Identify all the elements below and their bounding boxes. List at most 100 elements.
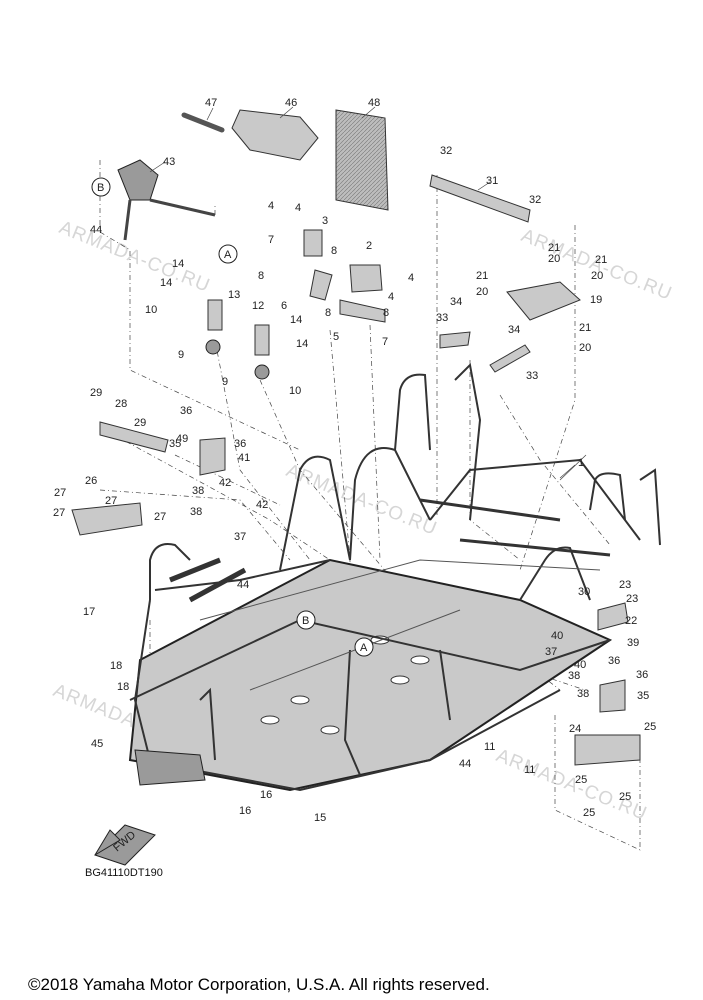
callout-11: 11: [524, 764, 535, 776]
callout-20: 20: [476, 286, 488, 298]
callout-9: 9: [178, 349, 184, 361]
callout-1: 1: [578, 457, 584, 469]
callout-20: 20: [548, 253, 560, 265]
callout-32: 32: [440, 145, 452, 157]
callout-leaders: [149, 106, 587, 481]
callout-46: 46: [285, 97, 297, 109]
callout-24: 24: [569, 723, 581, 735]
callout-13: 13: [228, 289, 240, 301]
callout-37: 37: [545, 646, 557, 658]
callout-33: 33: [526, 370, 538, 382]
callout-40: 40: [551, 630, 563, 642]
callout-38: 38: [577, 688, 589, 700]
callout-42: 42: [256, 499, 268, 511]
callout-22: 22: [625, 615, 637, 627]
callout-33: 33: [436, 312, 448, 324]
callout-4: 4: [268, 200, 274, 212]
callout-27: 27: [53, 507, 65, 519]
callout-17: 17: [83, 606, 95, 618]
callout-38: 38: [192, 485, 204, 497]
callout-28: 28: [115, 398, 127, 410]
callout-47: 47: [205, 97, 217, 109]
ref-b-label: B: [97, 182, 104, 194]
callout-20: 20: [579, 342, 591, 354]
callout-25: 25: [644, 721, 656, 733]
callout-29: 29: [90, 387, 102, 399]
callout-14: 14: [172, 258, 184, 270]
callout-8: 8: [383, 307, 389, 319]
callout-12: 12: [252, 300, 264, 312]
callout-38: 38: [568, 670, 580, 682]
callout-36: 36: [180, 405, 192, 417]
callout-40: 40: [574, 659, 586, 671]
ref-a-label: A: [360, 642, 368, 654]
callout-11: 11: [484, 741, 495, 753]
callout-4: 4: [408, 272, 414, 284]
callout-39: 39: [627, 637, 639, 649]
callout-21: 21: [548, 242, 560, 254]
callout-25: 25: [575, 774, 587, 786]
callout-7: 7: [382, 336, 388, 348]
callout-41: 41: [238, 452, 250, 464]
watermark: ARMADA-CO.RU: [56, 217, 213, 297]
callout-20: 20: [591, 270, 603, 282]
callout-32: 32: [529, 194, 541, 206]
watermark: ARMADA-CO.RU: [283, 460, 440, 540]
callout-34: 34: [450, 296, 462, 308]
drawing-code: BG41110DT190: [85, 867, 163, 879]
vehicle-frame: [128, 362, 661, 792]
callout-9: 9: [222, 376, 228, 388]
callout-42: 42: [219, 477, 231, 489]
callout-31: 31: [486, 175, 498, 187]
callout-25: 25: [583, 807, 595, 819]
callout-4: 4: [388, 291, 394, 303]
callout-14: 14: [160, 277, 172, 289]
callout-8: 8: [331, 245, 337, 257]
callout-37: 37: [234, 531, 246, 543]
callout-29: 29: [134, 417, 146, 429]
callout-6: 6: [281, 300, 287, 312]
callout-8: 8: [258, 270, 264, 282]
callout-3: 3: [322, 215, 328, 227]
callout-45: 45: [91, 738, 103, 750]
small-parts: [71, 109, 641, 766]
callout-21: 21: [595, 254, 607, 266]
callout-36: 36: [234, 438, 246, 450]
callout-23: 23: [619, 579, 631, 591]
callout-48: 48: [368, 97, 380, 109]
callout-44: 44: [90, 224, 102, 236]
callout-7: 7: [268, 234, 274, 246]
callout-25: 25: [619, 791, 631, 803]
callout-14: 14: [296, 338, 308, 350]
callout-19: 19: [590, 294, 602, 306]
callout-16: 16: [239, 805, 251, 817]
callout-8: 8: [325, 307, 331, 319]
callout-18: 18: [110, 660, 122, 672]
copyright-notice: ©2018 Yamaha Motor Corporation, U.S.A. A…: [28, 975, 490, 994]
callout-27: 27: [154, 511, 166, 523]
callout-27: 27: [54, 487, 66, 499]
callout-35: 35: [169, 438, 181, 450]
callout-21: 21: [579, 322, 591, 334]
callout-36: 36: [608, 655, 620, 667]
callout-4: 4: [295, 202, 301, 214]
callout-14: 14: [290, 314, 302, 326]
ref-a-label: A: [224, 249, 232, 261]
callout-26: 26: [85, 475, 97, 487]
callout-38: 38: [190, 506, 202, 518]
reference-markers: B A B A: [91, 177, 374, 657]
callout-23: 23: [626, 593, 638, 605]
callout-49: 49: [176, 433, 188, 445]
ref-b-label: B: [302, 615, 309, 627]
callout-36: 36: [636, 669, 648, 681]
callout-2: 2: [366, 240, 372, 252]
callout-10: 10: [145, 304, 157, 316]
callout-10: 10: [289, 385, 301, 397]
callout-44: 44: [237, 579, 249, 591]
callout-44: 44: [459, 758, 471, 770]
callout-30: 30: [578, 586, 590, 598]
callout-43: 43: [163, 156, 175, 168]
callout-21: 21: [476, 270, 488, 282]
callout-5: 5: [333, 331, 339, 343]
